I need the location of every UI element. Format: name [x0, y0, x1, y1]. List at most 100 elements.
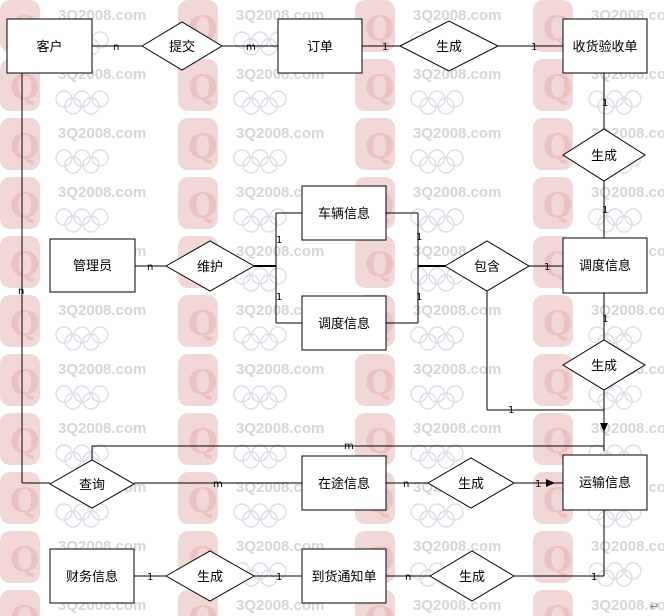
card-intransit-generate: n: [403, 479, 409, 490]
relation-contain[interactable]: 包含: [444, 240, 530, 292]
entity-dispatch-info-inner-label: 调度信息: [318, 316, 370, 332]
card-arrival-generate: n: [405, 572, 411, 583]
entity-admin[interactable]: 管理员: [49, 238, 136, 293]
watermark-tile: 3Q2008.com: [354, 294, 501, 351]
watermark-tile: 3Q2008.com: [354, 0, 501, 56]
relation-generate-order-receipt[interactable]: 生成: [398, 20, 500, 72]
relation-query[interactable]: 查询: [48, 459, 136, 509]
entity-receipt-check[interactable]: 收货验收单: [562, 18, 648, 74]
relation-submit-label: 提交: [169, 39, 195, 55]
relation-generate-finance-arrival[interactable]: 生成: [164, 550, 256, 602]
paragraph-return-mark: ↵: [650, 600, 659, 613]
watermark-text: 3Q2008.com: [413, 184, 501, 201]
card-order-generate: 1: [382, 42, 388, 53]
relation-generate-arrival-transport[interactable]: 生成: [429, 550, 515, 602]
card-customer-submit: n: [113, 42, 119, 53]
card-vehicle-contain: 1: [416, 232, 422, 243]
entity-arrival-notice[interactable]: 到货通知单: [301, 548, 387, 604]
watermark-text: 3Q2008.com: [413, 538, 501, 555]
watermark-tile: 3Q2008.com: [0, 176, 146, 233]
relation-generate-receipt-dispatch[interactable]: 生成: [562, 128, 646, 182]
entity-order-label: 订单: [307, 40, 333, 55]
entity-finance-info-label: 财务信息: [66, 569, 118, 585]
watermark-text: 3Q2008.com: [413, 66, 501, 83]
entity-order[interactable]: 订单: [277, 18, 363, 74]
relation-generate-arrival-transport-label: 生成: [459, 570, 485, 585]
watermark-text: 3Q2008.com: [591, 597, 664, 614]
watermark-tile: 3Q2008.com: [177, 235, 324, 292]
entity-dispatch-info[interactable]: 调度信息: [562, 237, 648, 294]
card-maintain-vehicle: 1: [276, 235, 282, 246]
watermark-tile: 3Q2008.com: [532, 412, 664, 469]
watermark-tile: 3Q2008.com: [177, 353, 324, 410]
card-generate-dispatch: 1: [602, 205, 608, 216]
card-generate-arrival: 1: [276, 572, 282, 583]
entity-customer-label: 客户: [36, 39, 62, 55]
watermark-text: 3Q2008.com: [58, 361, 146, 378]
watermark-text: 3Q2008.com: [591, 302, 664, 319]
card-generate-receipt: 1: [531, 42, 537, 53]
watermark-tile: 3Q2008.com: [0, 294, 146, 351]
entity-dispatch-info-label: 调度信息: [579, 258, 631, 274]
entity-vehicle-info[interactable]: 车辆信息: [301, 185, 387, 241]
entity-in-transit-info[interactable]: 在途信息: [301, 455, 387, 511]
card-maintain-dispatch: 1: [276, 292, 282, 303]
relation-contain-label: 包含: [474, 259, 500, 275]
watermark-text: 3Q2008.com: [413, 361, 501, 378]
watermark-tile: 3Q2008.com: [0, 412, 146, 469]
watermark-text: 3Q2008.com: [591, 420, 664, 437]
watermark-tile: 3Q2008.com: [354, 412, 501, 469]
watermark-tile: 3Q2008.com: [177, 117, 324, 174]
card-receipt-generate: 1: [602, 98, 608, 109]
relation-maintain[interactable]: 维护: [164, 240, 256, 292]
watermark-text: 3Q2008.com: [236, 125, 324, 142]
entity-admin-label: 管理员: [73, 259, 112, 274]
relation-submit[interactable]: 提交: [141, 21, 223, 71]
card-admin-maintain: n: [147, 262, 153, 273]
arrow-heads: [546, 423, 608, 487]
entity-vehicle-info-label: 车辆信息: [318, 206, 370, 222]
card-generate-transport-bottom: 1: [591, 572, 597, 583]
relation-generate-dispatch-transport-label: 生成: [591, 359, 617, 374]
entity-dispatch-info-inner[interactable]: 调度信息: [301, 295, 387, 351]
watermark-tile: 3Q2008.com: [354, 117, 501, 174]
watermark-tile: 3Q2008.com: [177, 412, 324, 469]
watermark-tile: 3Q2008.com: [354, 176, 501, 233]
watermark-tile: 3Q2008.com: [354, 58, 501, 115]
arrow-down-transport: [600, 423, 608, 432]
entity-transport-info[interactable]: 运输信息: [562, 454, 648, 511]
entity-finance-info[interactable]: 财务信息: [49, 548, 135, 604]
relation-maintain-label: 维护: [197, 260, 223, 275]
entity-receipt-check-label: 收货验收单: [572, 39, 637, 55]
card-dispatch-generate: 1: [602, 314, 608, 325]
watermark-text: 3Q2008.com: [413, 7, 501, 24]
entity-arrival-notice-label: 到货通知单: [311, 569, 376, 585]
watermark-tile: 3Q2008.com: [532, 176, 664, 233]
watermark-text: 3Q2008.com: [591, 184, 664, 201]
watermark-text: 3Q2008.com: [413, 125, 501, 142]
watermark-text: 3Q2008.com: [413, 597, 501, 614]
card-contain-transport: 1: [508, 405, 514, 416]
card-finance-generate: 1: [147, 572, 153, 583]
relation-generate-intransit-transport[interactable]: 生成: [427, 457, 515, 509]
card-customer-query: n: [18, 286, 24, 297]
watermark-text: 3Q2008.com: [58, 125, 146, 142]
arrow-right-transport: [546, 479, 555, 487]
watermark-text: 3Q2008.com: [58, 420, 146, 437]
card-contain-dispatch: 1: [544, 262, 550, 273]
entity-customer[interactable]: 客户: [6, 18, 93, 74]
watermark-tile: 3Q2008.com: [354, 530, 501, 587]
relation-generate-receipt-dispatch-label: 生成: [591, 149, 617, 164]
watermark-text: 3Q2008.com: [413, 420, 501, 437]
relation-generate-order-receipt-label: 生成: [436, 40, 462, 55]
watermark-text: 3Q2008.com: [58, 184, 146, 201]
watermark-text: 3Q2008.com: [591, 538, 664, 555]
watermark-tile: 3Q2008.com: [354, 589, 501, 616]
relation-generate-finance-arrival-label: 生成: [197, 570, 223, 585]
relation-query-label: 查询: [79, 478, 105, 493]
card-submit-order: m: [246, 42, 256, 53]
relation-generate-dispatch-transport[interactable]: 生成: [562, 339, 646, 391]
card-query-intransit: m: [213, 479, 223, 490]
watermark-tile: 3Q2008.com: [354, 353, 501, 410]
card-dispatch-contain: 1: [416, 292, 422, 303]
